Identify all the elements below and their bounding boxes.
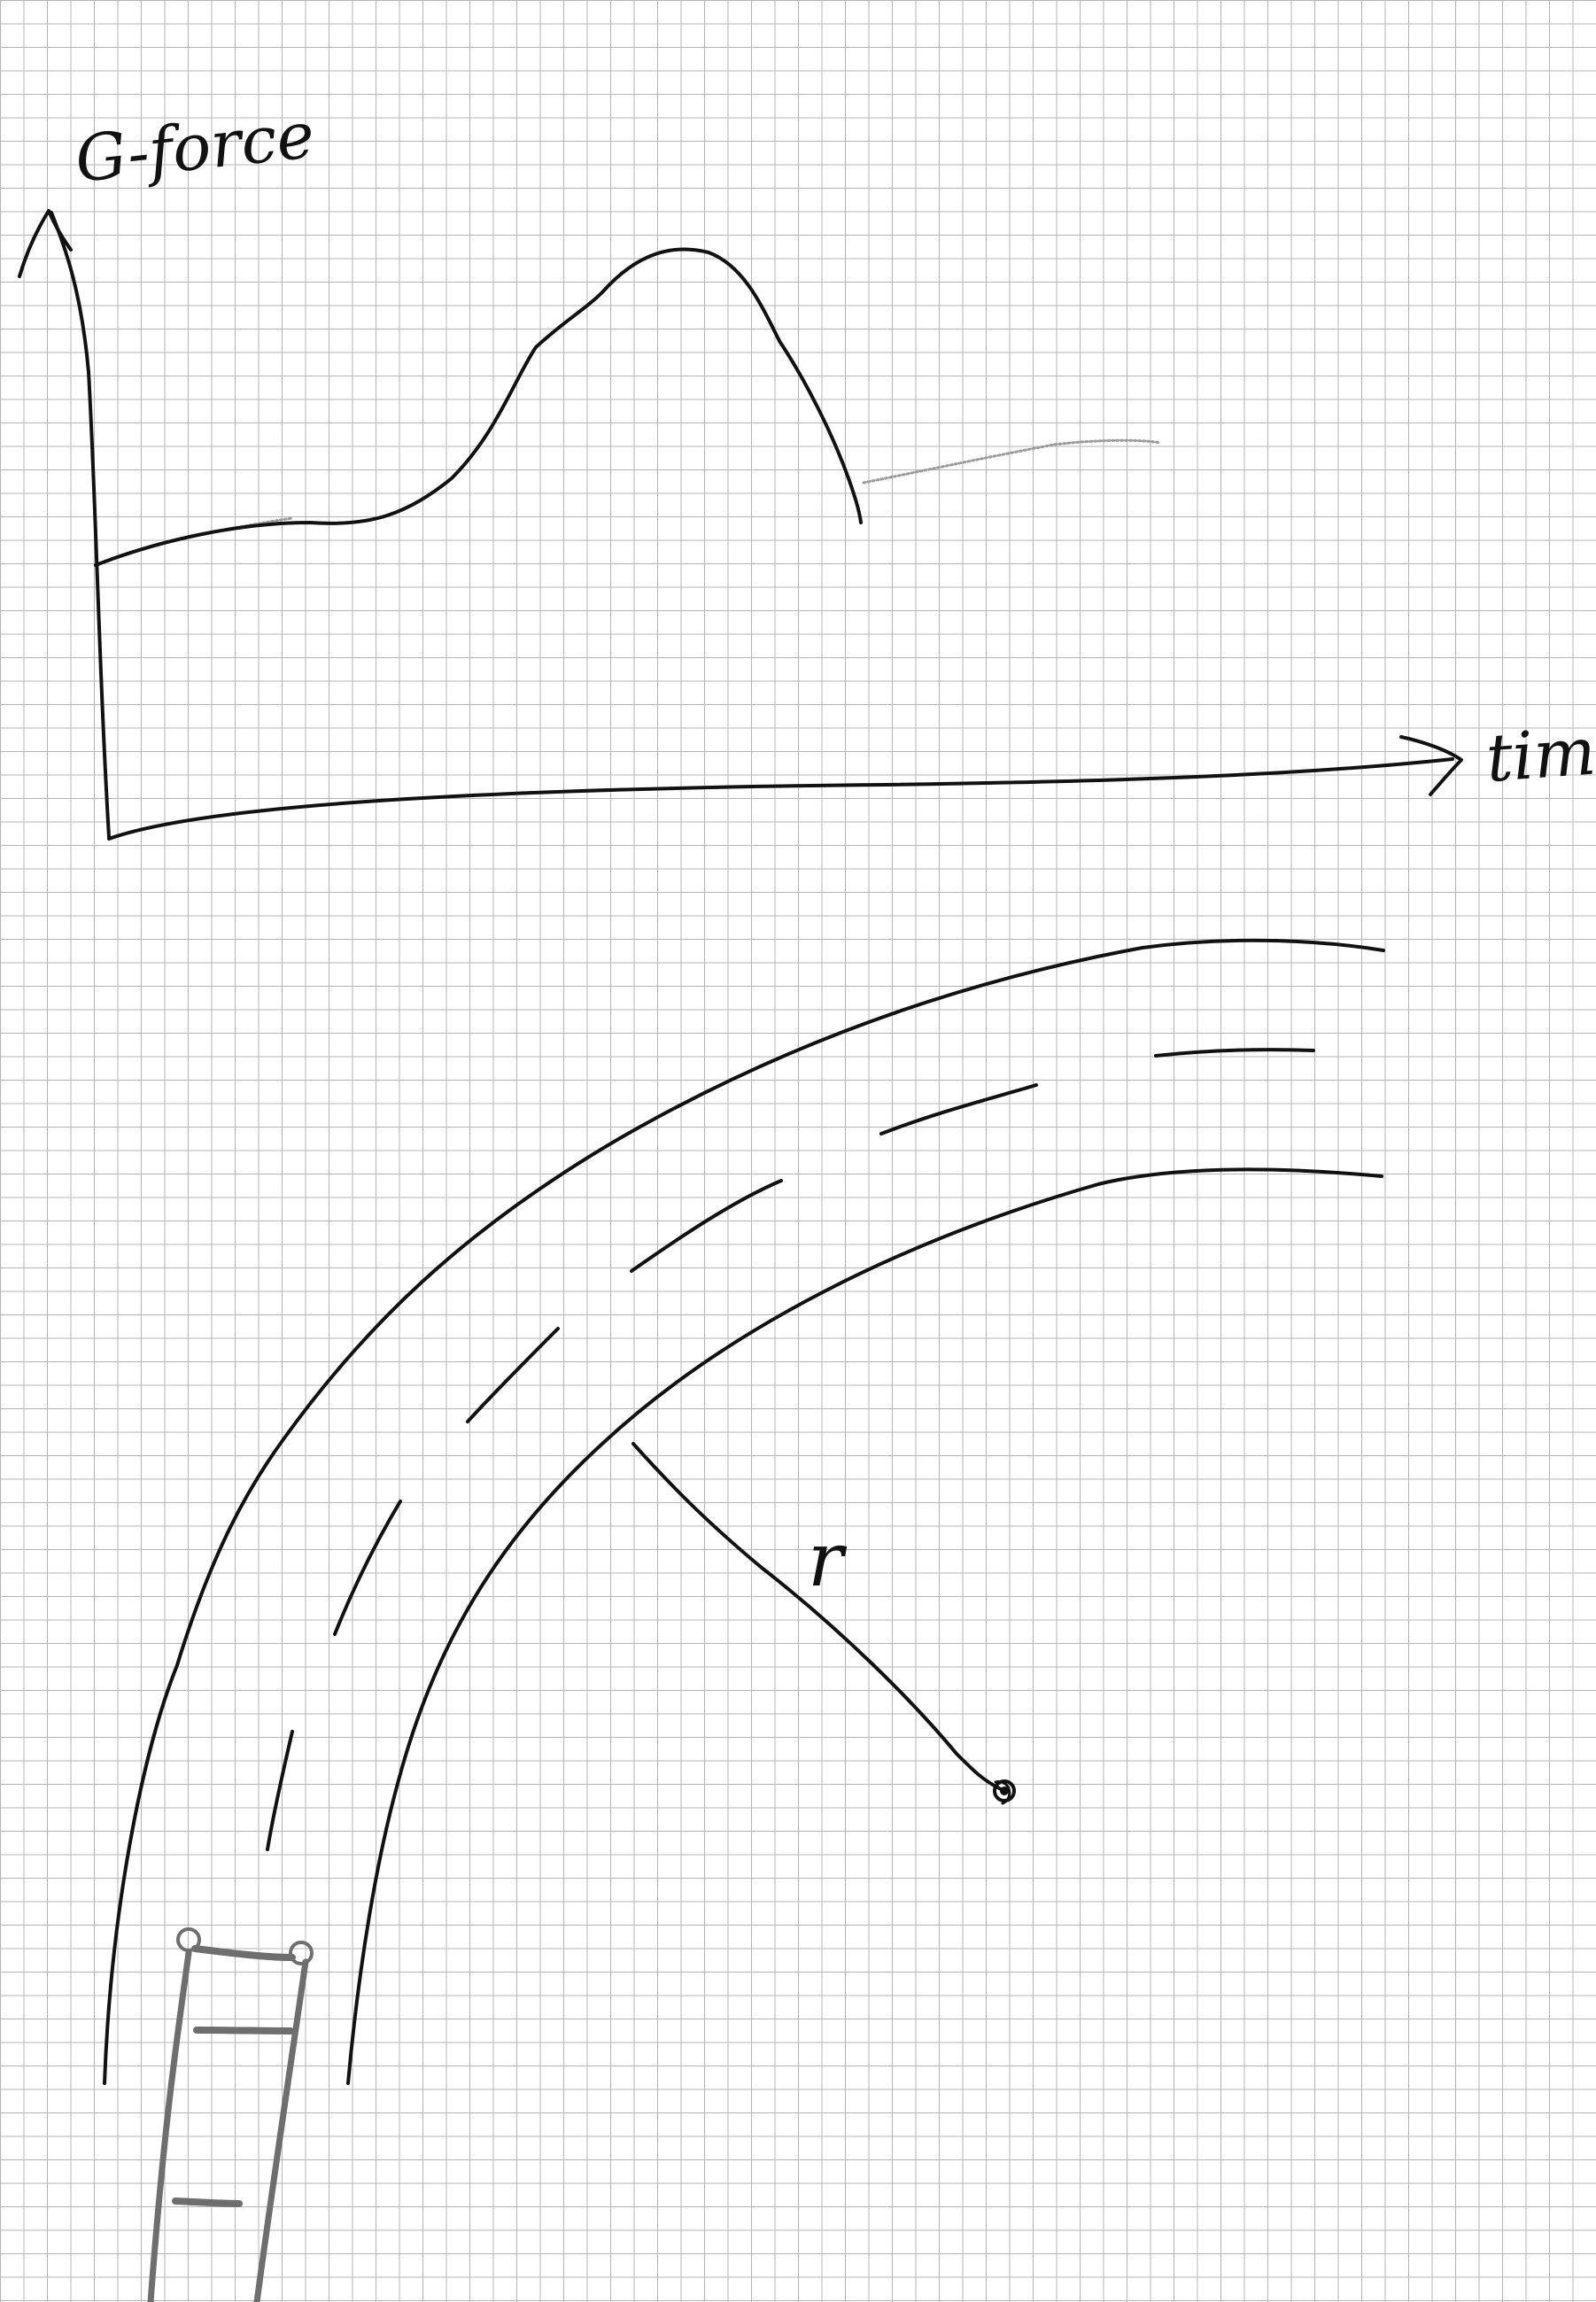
- road-diagram: r: [103, 938, 1385, 2302]
- x-axis-line: [107, 757, 1454, 841]
- road-outer-edge: [103, 938, 1385, 2085]
- radius-line: [631, 1442, 1003, 1791]
- lane-dash: [333, 1500, 402, 1636]
- baseline-after-curve: [862, 438, 1162, 484]
- road-inner-edge: [346, 1167, 1383, 2085]
- y-axis-arrow-icon: [18, 209, 73, 278]
- radius-label: r: [808, 1516, 848, 1603]
- lane-dash: [466, 1327, 560, 1423]
- lane-dash: [266, 1730, 294, 1851]
- lane-dash: [879, 1083, 1038, 1135]
- x-axis-label: time: [1484, 710, 1596, 796]
- y-axis-label: G-force: [72, 97, 318, 197]
- x-axis-arrow-icon: [1399, 735, 1463, 796]
- lane-dash: [630, 1179, 783, 1273]
- car-sketch: [147, 1927, 314, 2302]
- g-force-curve: [94, 247, 863, 567]
- lane-dash: [1154, 1048, 1315, 1058]
- center-point-icon: [993, 1779, 1016, 1805]
- g-force-graph: G-force time: [18, 97, 1596, 841]
- y-axis-line: [50, 211, 111, 839]
